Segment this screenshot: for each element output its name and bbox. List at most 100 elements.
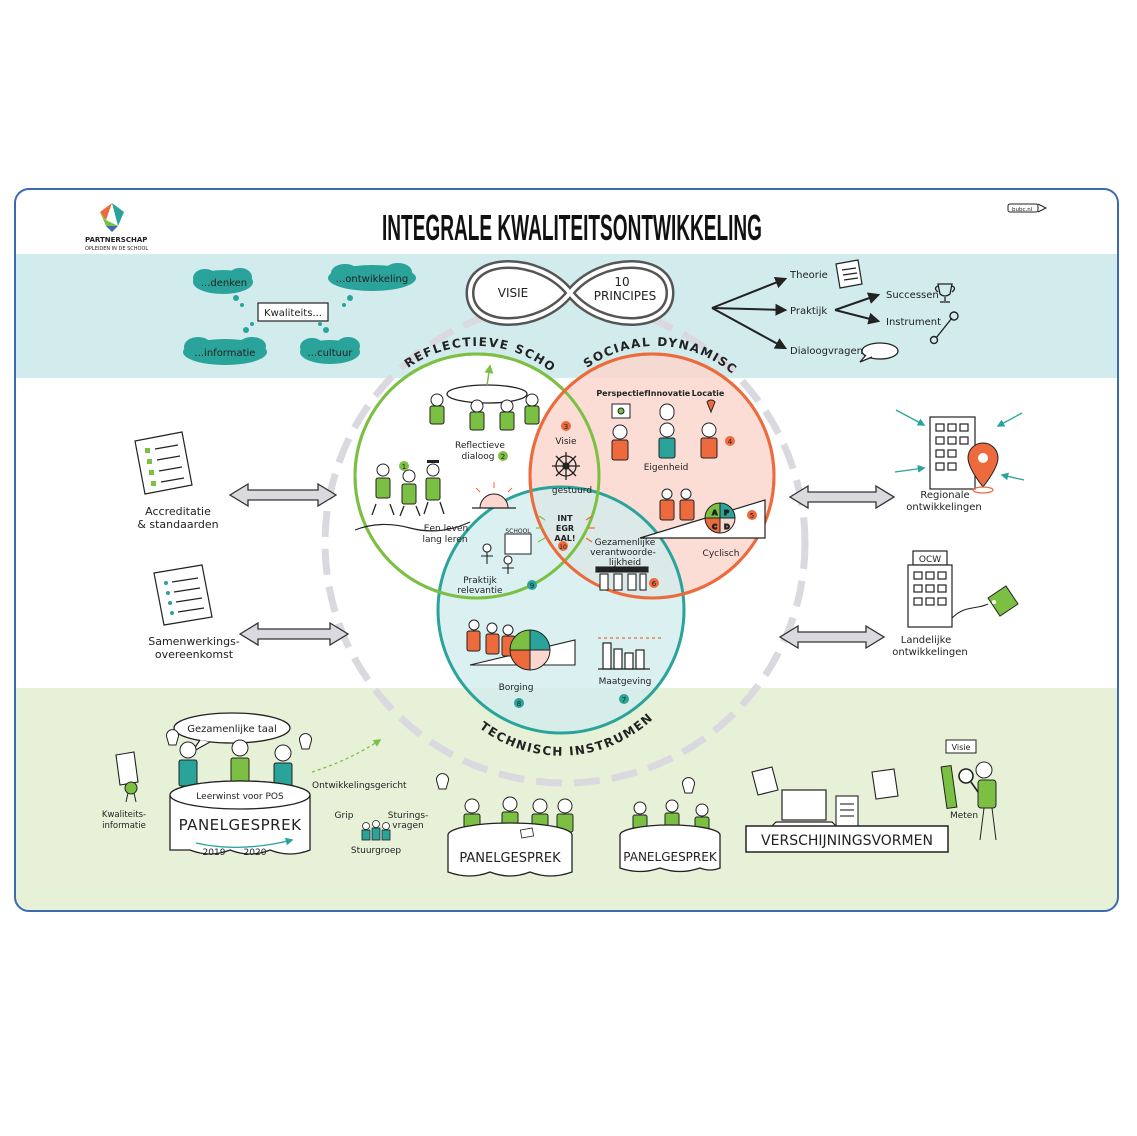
cloud-informatie: ...informatie: [183, 322, 267, 365]
sturing-text-1: Sturings-: [388, 811, 429, 821]
infinity-10: 10: [614, 275, 629, 289]
accreditatie-text-2: & standaarden: [137, 518, 218, 531]
document-icon: [835, 259, 863, 289]
pdca-p: P: [724, 509, 729, 517]
infinity-visie: VISIE: [498, 286, 529, 300]
cloud-ontwikkeling: ...ontwikkeling: [328, 263, 416, 307]
praktijk-tree: [711, 276, 881, 350]
speech-bubble-icon: [859, 342, 899, 363]
leerwinst-text: Leerwinst voor POS: [196, 792, 284, 802]
meten-text: Meten: [950, 811, 978, 821]
top-band: [15, 254, 1118, 378]
leven-lang-leren-group: 1 Een leven lang leren: [354, 460, 516, 545]
reflectieve-dialoog-group: Reflectieve dialoog 2: [429, 364, 540, 462]
circle-technisch-instrumenteel: [436, 485, 686, 735]
int-text-2: EGR: [556, 524, 574, 533]
int-text-1: INT: [557, 514, 573, 523]
pdca-a: A: [712, 509, 718, 517]
verschijningsvormen-group: VERSCHIJNINGSVORMEN: [745, 766, 949, 853]
badge-2: 2: [501, 453, 505, 461]
stuurgroep-group: Grip Sturings- vragen Stuurgroep: [335, 811, 429, 856]
school-text: SCHOOL: [505, 528, 531, 535]
maatgeving-group: Maatgeving 7: [598, 637, 662, 704]
reflectieve-text-1: Reflectieve: [455, 441, 505, 451]
innovatie-text: Innovatie: [648, 389, 691, 398]
accreditatie-text-1: Accreditatie: [145, 505, 211, 518]
trophy-icon: [934, 283, 956, 303]
badge-7: 7: [622, 696, 626, 704]
outer-dashed-circle: [321, 299, 809, 787]
checklist-icon: [134, 431, 193, 495]
notebook-icon: [835, 795, 859, 827]
cloud-cultuur-text: ...cultuur: [308, 348, 354, 359]
frame-border: [14, 188, 1119, 912]
table-panelgesprek-middle: PANELGESPREK: [447, 822, 573, 877]
cyclisch-group: A P C D 5 Cyclisch: [639, 488, 766, 559]
signature-text: bubc.nl: [1012, 207, 1033, 213]
kwaliteit-clouds: ...denken ...ontwikkeling ...informatie …: [183, 263, 416, 365]
badge-10: 10: [559, 544, 567, 551]
arrow-landelijke: [778, 624, 886, 650]
sturing-text-2: vragen: [392, 821, 424, 831]
stuurgroep-text: Stuurgroep: [351, 846, 401, 856]
meten-group: Visie Meten: [940, 739, 997, 841]
eigenheid-text: Eigenheid: [644, 463, 689, 473]
borging-text: Borging: [499, 683, 534, 693]
cloud-informatie-text: ...informatie: [195, 348, 256, 359]
arrow-regionale: [788, 484, 896, 510]
landelijke-text-1: Landelijke: [901, 635, 951, 646]
ontwikkelingsgericht-arrow: [311, 739, 382, 773]
panelgesprek-right-text: PANELGESPREK: [623, 850, 718, 864]
visie-label-text: Visie: [952, 743, 971, 752]
double-arrows: [228, 482, 896, 650]
pdca-d: D: [724, 523, 730, 531]
pdca-wheel-borging: [509, 629, 551, 671]
praktijk-relevantie-group: SCHOOL Praktijk relevantie 9: [457, 528, 537, 596]
accreditatie-group: Accreditatie & standaarden: [134, 431, 219, 531]
samenwerking-text-1: Samenwerkings-: [148, 635, 240, 648]
infinity-symbol: VISIE 10 PRINCIPES: [465, 260, 675, 326]
tree-praktijk: Praktijk: [790, 306, 827, 317]
locatie-text: Locatie: [692, 389, 725, 398]
table-panelgesprek-left: Leerwinst voor POS PANELGESPREK 2019 202…: [169, 780, 311, 858]
year-2019: 2019: [203, 848, 226, 858]
badge-3: 3: [564, 423, 568, 431]
ship-wheel-icon: [552, 452, 580, 480]
kwaliteits-label: Kwaliteits...: [257, 302, 329, 322]
gez-text-3: lijkheid: [609, 558, 641, 568]
cloud-cultuur: ...cultuur: [300, 322, 360, 364]
gestuurd-text: gestuurd: [552, 486, 592, 496]
magnifier-icon: [958, 768, 979, 793]
arrow-accreditatie: [228, 482, 338, 508]
table-panelgesprek-right: PANELGESPREK: [619, 824, 721, 873]
verschijningsvormen-text: VERSCHIJNINGSVORMEN: [761, 833, 933, 849]
praktijk-text-1: Praktijk: [463, 576, 497, 586]
cloud-denken-text: ...denken: [201, 278, 247, 289]
leven-text-2: lang leren: [422, 535, 467, 545]
reflectieve-text-2: dialoog: [462, 452, 495, 462]
building-icon: [929, 416, 976, 490]
price-tag-icon: [987, 585, 1019, 617]
paper-icon: [751, 766, 899, 800]
badge-1: 1: [402, 463, 406, 471]
ocw-text: OCW: [919, 555, 941, 565]
panelgesprek-middle-text: PANELGESPREK: [459, 851, 561, 866]
partnerschap-logo: PARTNERSCHAP OPLEIDEN IN DE SCHOOL: [85, 203, 148, 252]
regionale-text-1: Regionale: [920, 490, 969, 501]
gez-text-2: verantwoorde-: [590, 548, 656, 558]
gezamenlijke-taal-bubble: Gezamenlijke taal: [173, 712, 291, 753]
panelgesprek-left-text: PANELGESPREK: [179, 816, 302, 834]
maatgeving-text: Maatgeving: [599, 677, 652, 687]
kwaliteitsinformatie-group: Kwaliteits- informatie: [102, 751, 146, 831]
page-title: INTEGRALE KWALITEITSONTWIKKELING: [382, 207, 762, 248]
location-pin-icon: [967, 442, 999, 494]
int-text-3: AAL!: [554, 534, 575, 543]
samenwerking-group: Samenwerkings- overeenkomst: [148, 564, 240, 661]
ontwikkelingsgericht-text: Ontwikkelingsgericht: [312, 781, 407, 791]
infinity-principes: PRINCIPES: [594, 289, 656, 303]
wrench-icon: [929, 311, 959, 345]
year-2020: 2020: [244, 848, 267, 858]
pdca-c: C: [712, 523, 717, 531]
praktijk-text-2: relevantie: [457, 586, 503, 596]
